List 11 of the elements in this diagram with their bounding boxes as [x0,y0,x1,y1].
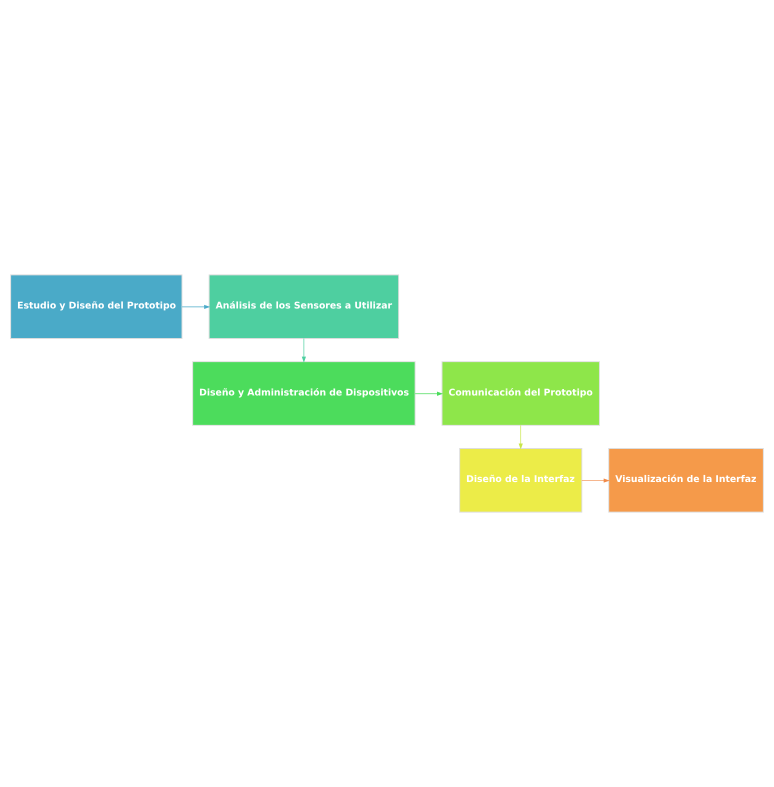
arrow [518,425,523,450]
node-box: Análisis de los Sensores a Utilizar [208,274,400,339]
arrow [302,338,306,363]
node-box: Diseño y Administración de Dispositivos [192,361,416,426]
arrow [581,478,610,483]
node-box: Estudio y Diseño del Prototipo [10,274,182,339]
arrow [414,392,444,396]
arrow [182,304,210,310]
node-box: Comunicación del Prototipo [442,361,600,426]
node-box: Visualización de la Interfaz [608,448,764,513]
node-box: Diseño de la Interfaz [459,448,582,513]
